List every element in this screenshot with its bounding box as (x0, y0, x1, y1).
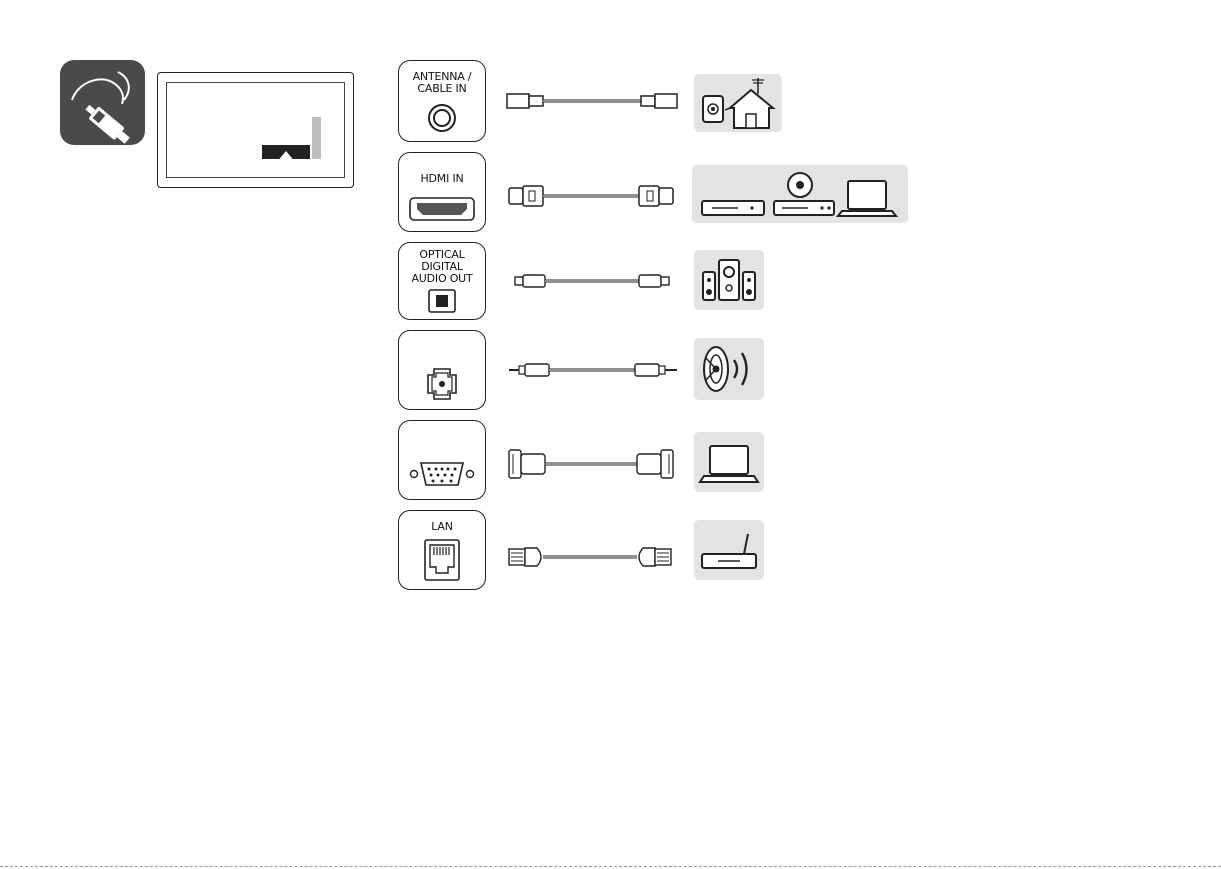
rj45-port-icon (424, 539, 460, 581)
side-panel (312, 117, 321, 159)
port-antenna: ANTENNA / CABLE IN (398, 60, 486, 142)
device-antenna-house (694, 74, 782, 132)
tv-rear-outline-icon (157, 72, 354, 188)
laptop-icon (838, 181, 896, 216)
hdmi-cable-icon (505, 184, 687, 208)
mini-jack-port-icon (424, 367, 460, 403)
coax-cable-icon (505, 88, 687, 114)
device-router (694, 520, 764, 580)
speaker-sound-icon (694, 338, 764, 400)
av-devices-icon (692, 165, 908, 223)
optical-cable-icon (505, 272, 687, 290)
device-audio-out-speaker (694, 338, 764, 400)
dvd-player-icon (774, 173, 834, 215)
port-label-lan: LAN (399, 521, 485, 533)
port-hdmi: HDMI IN (398, 152, 486, 232)
cable-connection-icon (60, 60, 145, 145)
mini-jack-cable-icon (505, 360, 687, 380)
port-rgb (398, 420, 486, 500)
laptop-icon (694, 432, 764, 492)
device-av-players-laptop (692, 165, 908, 223)
optical-port-icon (428, 289, 456, 313)
arrow-up-icon (276, 151, 296, 165)
port-lan: LAN (398, 510, 486, 590)
port-optical: OPTICAL DIGITAL AUDIO OUT (398, 242, 486, 320)
ethernet-cable-icon (505, 543, 687, 571)
speaker-system-icon (694, 250, 764, 310)
port-label-hdmi: HDMI IN (399, 173, 485, 185)
port-headphone (398, 330, 486, 410)
device-laptop (694, 432, 764, 492)
antenna-house-icon (694, 74, 782, 132)
set-top-box-icon (702, 201, 764, 215)
router-icon (694, 520, 764, 580)
page-bottom-rule (0, 866, 1221, 867)
port-label-optical: OPTICAL DIGITAL AUDIO OUT (399, 249, 485, 285)
d-sub-cable-icon (505, 444, 687, 484)
d-sub-port-icon (409, 459, 475, 489)
port-label-antenna: ANTENNA / CABLE IN (399, 71, 485, 95)
device-speakers (694, 250, 764, 310)
hdmi-port-icon (409, 197, 475, 221)
coax-jack-icon (427, 103, 457, 133)
